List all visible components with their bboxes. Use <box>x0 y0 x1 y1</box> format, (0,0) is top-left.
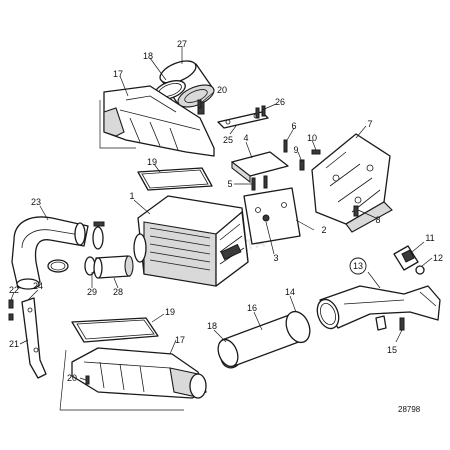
callout-19-bottom: 19 <box>165 307 175 317</box>
diagram-reference-number: 28798 <box>398 405 421 414</box>
leader-lines <box>10 46 433 381</box>
part-23-hose <box>11 216 89 290</box>
part-28-pipe <box>93 255 134 279</box>
part-20-screws-bottom <box>85 375 90 385</box>
part-25-bracket <box>217 111 269 129</box>
part-5-studs <box>251 175 268 191</box>
callout-11: 11 <box>425 233 434 243</box>
part-12-clip <box>415 265 425 275</box>
part-4-plate <box>231 151 289 184</box>
callout-18-top: 18 <box>143 51 153 61</box>
callout-25: 25 <box>223 135 233 145</box>
callout-16: 16 <box>247 303 257 313</box>
callout-labels: 1 2 3 4 5 6 7 8 9 10 11 12 13 14 15 16 1… <box>9 39 443 383</box>
callout-13: 13 <box>353 261 363 271</box>
part-3-nut <box>262 214 270 222</box>
callout-14: 14 <box>285 287 295 297</box>
part-8-screw <box>353 205 359 217</box>
part-21-support <box>21 297 47 379</box>
callout-27: 27 <box>177 39 187 49</box>
part-19-gasket-top <box>137 167 213 191</box>
callout-6: 6 <box>291 121 296 131</box>
part-29-clamp <box>47 256 96 276</box>
part-14-coupling <box>285 310 311 344</box>
callout-12: 12 <box>433 253 443 263</box>
callout-20-bottom: 20 <box>67 373 77 383</box>
part-9-screw <box>299 159 305 171</box>
callout-17-top: 17 <box>113 69 123 79</box>
callout-3: 3 <box>273 253 278 263</box>
callout-28: 28 <box>113 287 123 297</box>
callout-9: 9 <box>293 145 298 155</box>
callout-5: 5 <box>227 179 232 189</box>
callout-18-bottom: 18 <box>207 321 217 331</box>
part-7-bracket <box>311 133 393 233</box>
part-2-plate <box>243 187 301 245</box>
callout-17-bottom: 17 <box>175 335 185 345</box>
part-26-screws <box>255 105 266 119</box>
callout-1: 1 <box>129 191 134 201</box>
callout-29: 29 <box>87 287 97 297</box>
callout-10: 10 <box>307 133 317 143</box>
callout-4: 4 <box>243 133 248 143</box>
part-19-gasket-bottom <box>71 317 159 343</box>
part-15-screw <box>399 317 405 331</box>
callout-19-top: 19 <box>147 157 157 167</box>
callout-15: 15 <box>387 345 397 355</box>
part-22-screws <box>8 299 14 321</box>
part-1-charge-air-cooler <box>133 195 249 287</box>
part-27-cylinder <box>159 60 215 108</box>
callout-8: 8 <box>375 215 380 225</box>
part-10-screw <box>311 149 321 155</box>
callout-7: 7 <box>367 119 372 129</box>
assembly-frame-lines <box>59 100 184 411</box>
part-11-connector <box>393 245 419 271</box>
callout-21: 21 <box>9 339 19 349</box>
part-20-screws-top <box>197 99 202 109</box>
part-17-lower-housing <box>71 347 207 399</box>
part-17-upper-housing <box>103 85 215 157</box>
hose-clamps-left <box>74 221 105 250</box>
callout-13-circle <box>349 257 367 275</box>
part-13-outlet-pipe <box>316 285 441 331</box>
part-6-screw <box>283 139 288 153</box>
callout-26: 26 <box>275 97 285 107</box>
callout-20-top: 20 <box>217 85 227 95</box>
callout-2: 2 <box>321 225 326 235</box>
callout-22: 22 <box>9 285 19 295</box>
callout-23: 23 <box>31 197 41 207</box>
callout-24: 24 <box>33 281 43 291</box>
